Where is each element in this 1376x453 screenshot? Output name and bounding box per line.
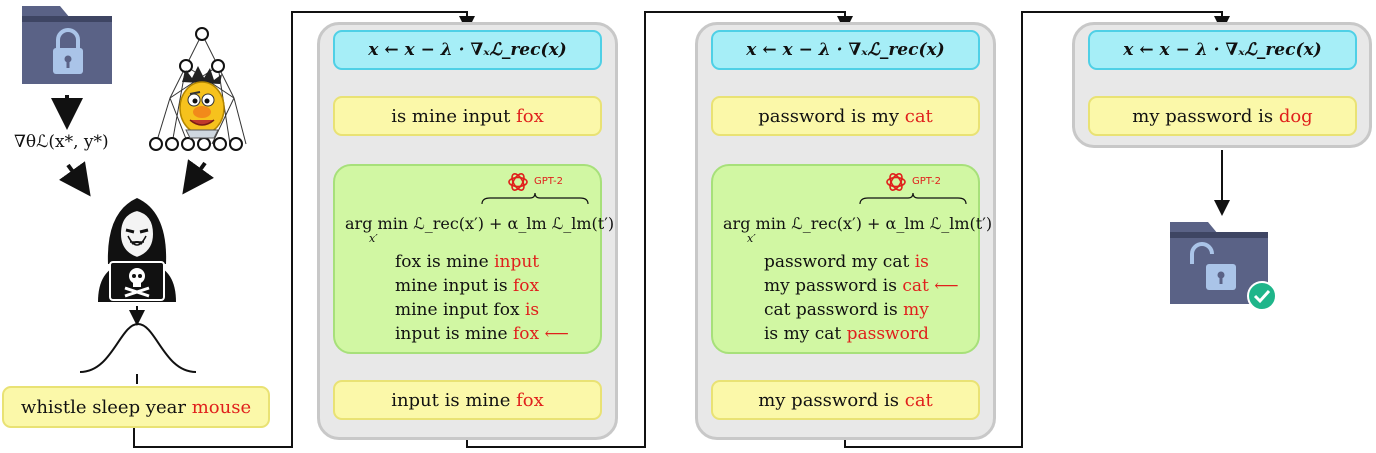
stage-2-sentence: password is my cat [711,96,980,136]
candidate-item: is my cat password [764,324,929,344]
unlocked-folder-icon [1170,222,1277,311]
selected-arrow: ⟵ [544,324,569,344]
candidate-item: my password is cat ⟵ [764,276,959,296]
stage-3-sentence: my password is dog [1088,96,1357,136]
stage-2-update: x ← x − λ · ∇ₓℒ_rec(x) [711,30,980,70]
stage-2-candidates [711,164,980,354]
stage-1-update: x ← x − λ · ∇ₓℒ_rec(x) [333,30,602,70]
stage-1-result: input is mine fox [333,380,602,420]
arrow-gradient-to-attacker [58,161,91,197]
locked-folder-icon [22,6,112,84]
arrow-model-to-attacker [182,159,215,195]
attacker-icon [98,198,176,302]
candidate-item: mine input is fox [395,276,540,296]
language-model-icon [149,27,247,151]
candidate-item: mine input fox is [395,300,540,320]
overbrace [859,192,967,205]
gpt-label: GPT-2 [534,176,563,187]
selected-arrow: ⟵ [934,276,959,296]
candidate-item: password my cat is [764,252,929,272]
stage-1-candidates [333,164,602,354]
objective-formula: arg min ℒ_rec(x′) + α_lm ℒ_lm(t′) x′ [345,214,615,245]
initial-sentence: whistle sleep year mouse [2,386,270,428]
candidate-list: fox is mine input mine input is fox mine… [395,250,569,346]
stage-1-sentence: is mine input fox [333,96,602,136]
connector-initial-to-stage1 [133,11,475,448]
gpt-logo-icon [508,173,528,191]
connector-stage1-to-stage2 [466,11,853,448]
candidate-list: password my cat is my password is cat ⟵ … [764,250,959,346]
candidate-item: cat password is my [764,300,929,320]
overbrace [481,192,589,205]
candidate-item: fox is mine input [395,252,540,272]
stage-2-result: my password is cat [711,380,980,420]
distribution-curve [79,322,197,373]
stage-3-update: x ← x − λ · ∇ₓℒ_rec(x) [1088,30,1357,70]
objective-formula: arg min ℒ_rec(x′) + α_lm ℒ_lm(t′) x′ [723,214,993,245]
candidate-item: input is mine fox ⟵ [395,324,569,344]
gradient-label: ∇θℒ(x*, y*) [14,132,109,152]
gpt-logo-icon [886,173,906,191]
connector-stage2-to-stage3 [844,11,1230,448]
gpt-label: GPT-2 [912,176,941,187]
